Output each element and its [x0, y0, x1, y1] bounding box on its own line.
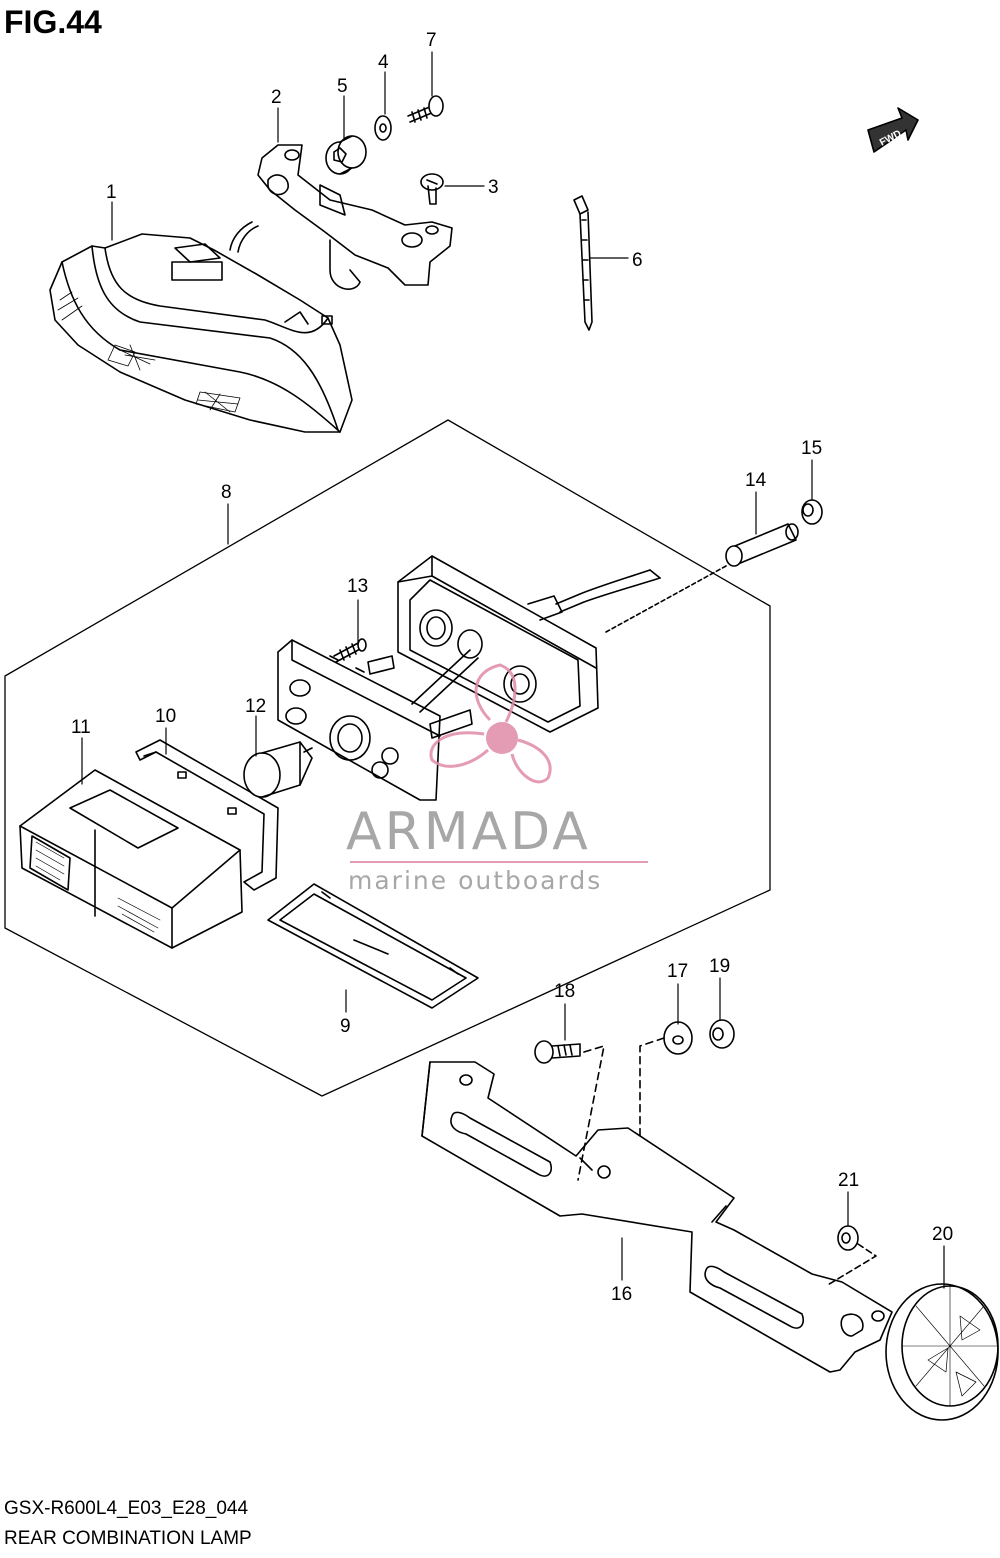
nut-21 — [825, 1225, 877, 1287]
bulb — [243, 741, 313, 798]
callout-21: 21 — [838, 1170, 859, 1191]
callout-6: 6 — [632, 250, 643, 271]
license-lamp-assembly-frame — [4, 419, 771, 1097]
callout-9: 9 — [340, 1016, 351, 1037]
callout-7: 7 — [426, 30, 437, 51]
callout-15: 15 — [801, 438, 822, 459]
callout-10: 10 — [155, 706, 176, 727]
callout-18: 18 — [554, 981, 575, 1002]
socket-housing — [277, 639, 441, 801]
license-lamp-lens — [19, 769, 243, 949]
bolt-7 — [407, 95, 444, 123]
callout-2: 2 — [271, 87, 282, 108]
nut-15 — [801, 499, 823, 525]
callout-20: 20 — [932, 1224, 953, 1245]
reflector-plate — [267, 883, 479, 1009]
figure-name: REAR COMBINATION LAMP — [4, 1528, 252, 1549]
callout-1: 1 — [106, 182, 117, 203]
leader-lines — [81, 51, 945, 1289]
callout-13: 13 — [347, 576, 368, 597]
callout-8: 8 — [221, 482, 232, 503]
nut-19 — [709, 1019, 735, 1049]
lamp-bracket — [257, 144, 453, 290]
spacer-tube — [725, 523, 799, 567]
washer-17 — [639, 1021, 693, 1141]
callout-11: 11 — [71, 717, 91, 738]
callout-5: 5 — [337, 76, 348, 97]
callout-16: 16 — [611, 1284, 632, 1305]
rubber-grommet — [325, 135, 367, 175]
bolt-18 — [534, 1040, 605, 1181]
watermark-logo-icon — [429, 663, 552, 784]
screw-13 — [333, 638, 473, 739]
lens-gasket — [135, 739, 279, 891]
callout-19: 19 — [709, 956, 730, 977]
watermark-tagline: marine outboards — [348, 866, 603, 895]
callout-3: 3 — [488, 177, 499, 198]
figure-code: GSX-R600L4_E03_E28_044 — [4, 1498, 249, 1519]
license-bracket — [421, 1061, 893, 1373]
screw-3 — [420, 173, 444, 205]
callout-14: 14 — [745, 470, 767, 491]
callout-17: 17 — [667, 961, 688, 982]
washer-4 — [374, 115, 392, 141]
watermark-brand: ARMADA — [346, 802, 591, 862]
lamp-housing — [397, 555, 661, 733]
figure-title: FIG.44 — [4, 4, 102, 40]
round-reflector — [885, 1283, 999, 1421]
cable-tie — [573, 195, 593, 331]
callout-labels: 1 2 3 4 5 6 7 8 9 10 11 12 13 14 15 16 1… — [71, 30, 953, 1305]
forward-arrow-icon — [867, 107, 919, 153]
callout-12: 12 — [245, 696, 266, 717]
tail-lamp-assembly — [49, 221, 353, 433]
callout-4: 4 — [378, 52, 389, 73]
